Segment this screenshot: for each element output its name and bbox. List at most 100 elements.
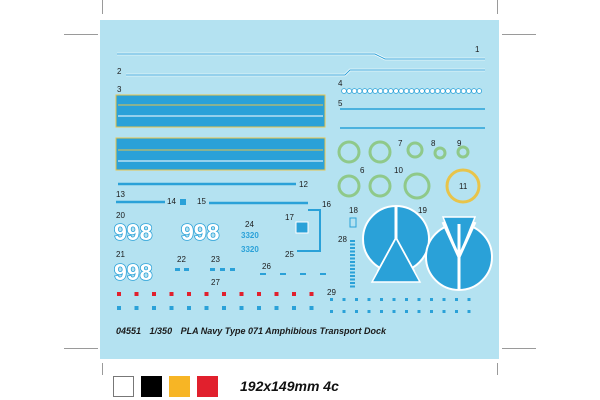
label-22: 22 bbox=[177, 255, 186, 264]
ring-decals bbox=[337, 140, 481, 204]
crop-mark bbox=[102, 363, 103, 375]
sheet-caption: 04551 1/350 PLA Navy Type 071 Amphibious… bbox=[116, 326, 392, 336]
decal-18 bbox=[349, 217, 357, 228]
label-25: 25 bbox=[285, 250, 294, 259]
crop-mark bbox=[102, 0, 103, 14]
tiny-decal bbox=[257, 306, 261, 310]
tiny-decal bbox=[455, 310, 458, 313]
tiny-decal bbox=[117, 306, 121, 310]
tiny-decal bbox=[405, 298, 408, 301]
swatch-red bbox=[197, 376, 218, 397]
label-1: 1 bbox=[475, 45, 480, 54]
ladder-rung bbox=[350, 247, 355, 249]
tiny-decal bbox=[330, 310, 333, 313]
tiny-decal bbox=[134, 306, 139, 310]
tiny-decal bbox=[257, 292, 261, 296]
tiny-decal bbox=[187, 292, 191, 296]
tiny-decal bbox=[405, 310, 408, 313]
decal-14 bbox=[180, 199, 186, 205]
tiny-decal bbox=[152, 292, 156, 296]
label-18: 18 bbox=[349, 206, 358, 215]
decal-29-row bbox=[330, 298, 471, 313]
tiny-decal bbox=[367, 310, 371, 313]
chain-link bbox=[403, 88, 410, 94]
decal-4-chain bbox=[341, 88, 483, 94]
chain-link bbox=[408, 88, 415, 94]
crop-mark bbox=[497, 0, 498, 14]
label-13: 13 bbox=[116, 190, 125, 199]
label-9: 9 bbox=[457, 139, 462, 148]
tiny-decal bbox=[117, 292, 121, 296]
ladder-rung bbox=[350, 243, 355, 246]
decal-sheet bbox=[100, 20, 499, 359]
chain-link bbox=[434, 88, 441, 94]
ladder-rung bbox=[350, 261, 355, 263]
tiny-decal bbox=[442, 298, 446, 301]
tiny-decal bbox=[417, 310, 421, 313]
product-code: 04551 bbox=[116, 326, 142, 336]
tiny-decal bbox=[274, 306, 279, 310]
label-24: 24 bbox=[245, 220, 254, 229]
tiny-decal bbox=[455, 298, 458, 301]
scale: 1/350 bbox=[149, 326, 173, 336]
chain-link bbox=[429, 88, 436, 94]
tiny-decal bbox=[392, 310, 396, 313]
kit-title: PLA Navy Type 071 Amphibious Transport D… bbox=[180, 326, 386, 336]
crop-mark bbox=[64, 34, 98, 35]
chain-link bbox=[341, 88, 347, 94]
crop-mark bbox=[497, 363, 498, 375]
label-5: 5 bbox=[338, 99, 343, 108]
ladder-rung bbox=[350, 264, 355, 267]
color-swatches bbox=[113, 376, 218, 397]
label-10: 10 bbox=[394, 166, 403, 175]
tiny-decal bbox=[342, 298, 346, 301]
chain-link bbox=[445, 88, 451, 94]
tiny-decal bbox=[292, 292, 296, 296]
swatch-black bbox=[141, 376, 162, 397]
ladder-rung bbox=[350, 250, 355, 253]
chain-link bbox=[460, 88, 467, 94]
chain-link bbox=[382, 88, 389, 94]
tiny-decal bbox=[380, 310, 383, 313]
tiny-decal bbox=[309, 306, 314, 310]
tiny-decal bbox=[204, 292, 209, 296]
tiny-decal bbox=[239, 292, 244, 296]
chain-link bbox=[393, 88, 399, 94]
decal-19-emblem bbox=[362, 205, 430, 283]
label-28: 28 bbox=[338, 235, 347, 244]
chain-link bbox=[424, 88, 431, 94]
decal-17 bbox=[295, 221, 309, 234]
ladder-rung bbox=[350, 254, 355, 256]
chain-link bbox=[367, 88, 373, 94]
ladder-rung bbox=[350, 275, 355, 277]
label-26: 26 bbox=[262, 262, 271, 271]
label-19: 19 bbox=[418, 206, 427, 215]
ladder-rung bbox=[350, 282, 355, 284]
tiny-decal bbox=[292, 306, 296, 310]
label-7: 7 bbox=[398, 139, 403, 148]
tiny-decal bbox=[442, 310, 446, 313]
chain-link bbox=[351, 88, 358, 94]
tiny-decal bbox=[169, 292, 174, 296]
chain-link bbox=[356, 88, 363, 94]
tiny-decal bbox=[355, 310, 358, 313]
tiny-decal bbox=[204, 306, 209, 310]
hull-number-24a: 3320 bbox=[241, 231, 259, 240]
crop-mark bbox=[502, 348, 536, 349]
label-4: 4 bbox=[338, 79, 343, 88]
ladder-rung bbox=[350, 240, 355, 242]
swatch-yellow bbox=[169, 376, 190, 397]
decal-16-bracket bbox=[297, 209, 321, 252]
label-11: 11 bbox=[459, 182, 468, 191]
tiny-decal bbox=[355, 298, 358, 301]
hull-number-20b: 998 bbox=[181, 219, 220, 245]
tiny-decal bbox=[467, 298, 471, 301]
tiny-decal bbox=[274, 292, 279, 296]
decal-19b-emblem bbox=[425, 216, 493, 291]
tiny-decal bbox=[430, 298, 433, 301]
sheet-size: 192x149mm 4c bbox=[240, 378, 339, 394]
label-15: 15 bbox=[197, 197, 206, 206]
chain-link bbox=[361, 88, 368, 94]
chain-link bbox=[465, 88, 472, 94]
